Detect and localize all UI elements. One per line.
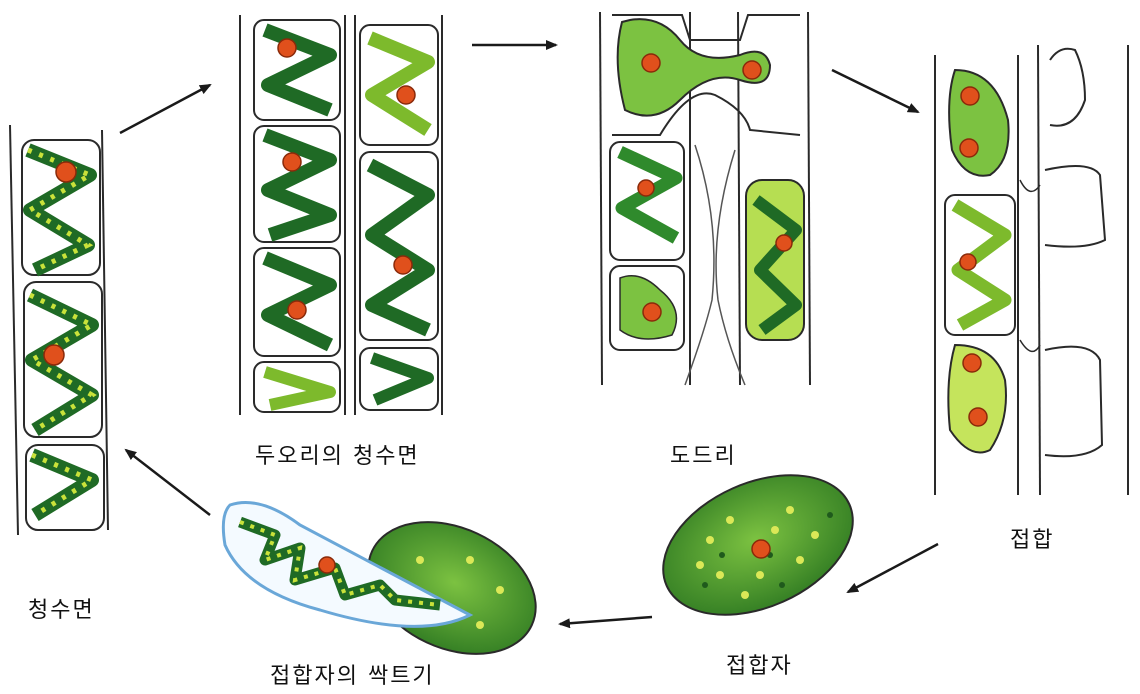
arrow-icon xyxy=(120,85,210,133)
label-zygote-germination: 접합자의 싹트기 xyxy=(270,658,435,690)
arrow-icon xyxy=(126,450,210,515)
label-two-row-spirogyra: 두오리의 청수면 xyxy=(255,438,420,470)
label-spirogyra: 청수면 xyxy=(28,592,95,624)
arrow-icon xyxy=(560,617,652,624)
label-bridge: 도드리 xyxy=(670,438,737,470)
zygote-germination xyxy=(223,496,557,679)
zygote xyxy=(641,448,874,643)
label-zygote: 접합자 xyxy=(726,648,793,680)
bridge-formation-filaments xyxy=(600,12,810,385)
arrow-icon xyxy=(848,544,938,592)
arrow-icon xyxy=(832,70,918,112)
two-row-spirogyra-filaments xyxy=(240,15,442,415)
spirogyra-filament xyxy=(10,125,108,535)
conjugation-filaments xyxy=(935,45,1128,495)
label-conjugation: 접합 xyxy=(1010,522,1054,554)
